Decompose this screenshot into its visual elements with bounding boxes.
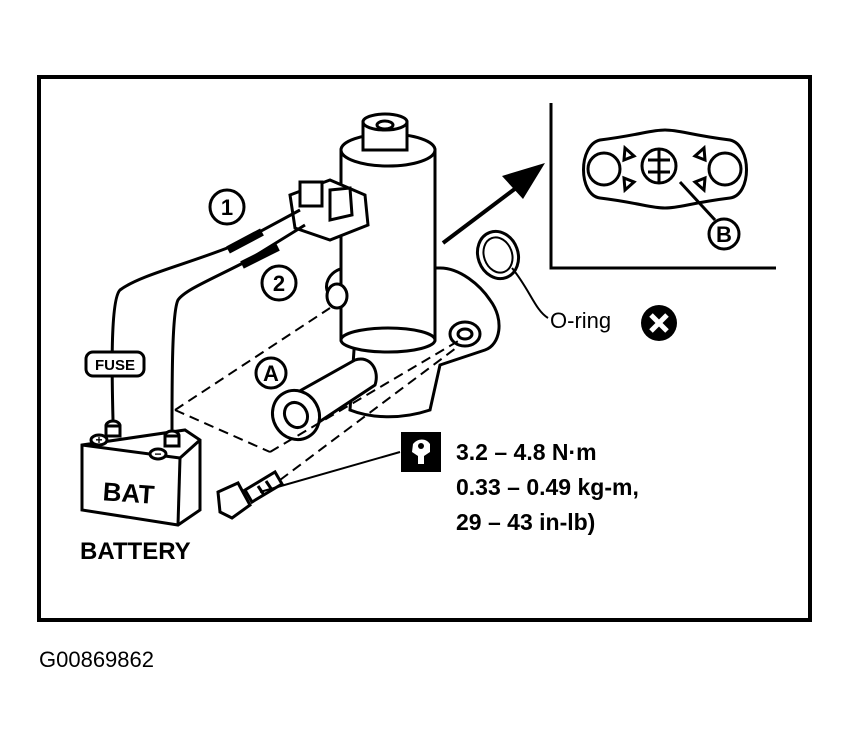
battery-negative: − bbox=[154, 447, 161, 461]
callout-2-circle bbox=[260, 264, 298, 302]
callout-1-circle bbox=[208, 188, 246, 226]
torque-line-2: 0.33 – 0.49 kg-m, bbox=[456, 474, 639, 500]
callout-1: 1 bbox=[221, 195, 233, 220]
o-ring-inner bbox=[482, 236, 514, 274]
wire-harness bbox=[110, 208, 306, 431]
connector bbox=[288, 178, 370, 242]
detail-arrow bbox=[441, 163, 545, 245]
torque-line-1: 3.2 – 4.8 N·m bbox=[456, 439, 597, 465]
battery-label: BATTERY bbox=[80, 538, 191, 565]
battery-bat-label: BAT bbox=[102, 476, 156, 510]
fuse-box bbox=[84, 350, 146, 378]
inset-frame bbox=[549, 103, 776, 270]
torque-wrench-icon bbox=[401, 432, 441, 472]
o-ring bbox=[475, 229, 521, 281]
bolt bbox=[216, 469, 285, 520]
o-ring-label: O-ring bbox=[550, 308, 611, 333]
battery-positive: + bbox=[95, 433, 102, 447]
callout-b: B bbox=[716, 222, 732, 247]
callout-2: 2 bbox=[273, 271, 285, 296]
torque-leader bbox=[259, 451, 401, 493]
torque-line-3: 29 – 43 in-lb) bbox=[456, 509, 595, 535]
fuse-label: FUSE bbox=[95, 357, 135, 374]
do-not-reuse-icon bbox=[641, 305, 677, 341]
o-ring-leader bbox=[511, 267, 549, 319]
callout-b-circle bbox=[707, 217, 741, 251]
assembly-lines bbox=[174, 307, 461, 481]
figure-id: G00869862 bbox=[39, 647, 154, 672]
diagram-frame bbox=[37, 75, 812, 622]
callout-a: A bbox=[263, 361, 279, 386]
inset-gasket bbox=[582, 128, 748, 222]
filter bbox=[270, 357, 378, 442]
callout-a-circle bbox=[254, 356, 288, 390]
battery bbox=[80, 419, 202, 527]
